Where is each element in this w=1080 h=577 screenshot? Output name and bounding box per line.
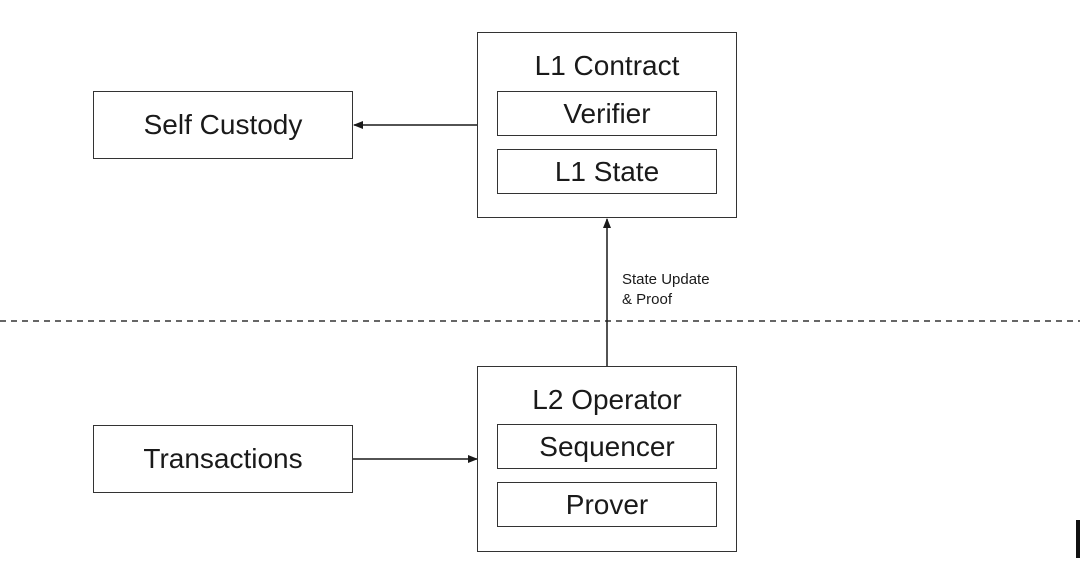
state-update-label-line2: & Proof [622, 291, 673, 308]
prover-node: Prover [497, 482, 717, 527]
transactions-node: Transactions [93, 425, 353, 493]
l1-contract-group: L1 Contract Verifier L1 State [477, 32, 737, 218]
l1-state-node: L1 State [497, 149, 717, 194]
l2-operator-group: L2 Operator Sequencer Prover [477, 366, 737, 552]
transactions-label: Transactions [143, 443, 303, 474]
l1-state-label: L1 State [554, 155, 660, 187]
prover-label: Prover [565, 488, 649, 520]
sequencer-label: Sequencer [539, 430, 675, 462]
cropped-edge-marker [1076, 520, 1080, 558]
state-update-label-line1: State Update [622, 271, 710, 288]
verifier-label: Verifier [563, 97, 651, 129]
state-update-proof-label: State Update & Proof [622, 270, 710, 310]
self-custody-node: Self Custody [93, 91, 353, 159]
verifier-node: Verifier [497, 91, 717, 136]
self-custody-label: Self Custody [143, 109, 303, 140]
l2-operator-title: L2 Operator [532, 384, 682, 415]
l1-contract-title: L1 Contract [534, 50, 680, 81]
sequencer-node: Sequencer [497, 424, 717, 469]
